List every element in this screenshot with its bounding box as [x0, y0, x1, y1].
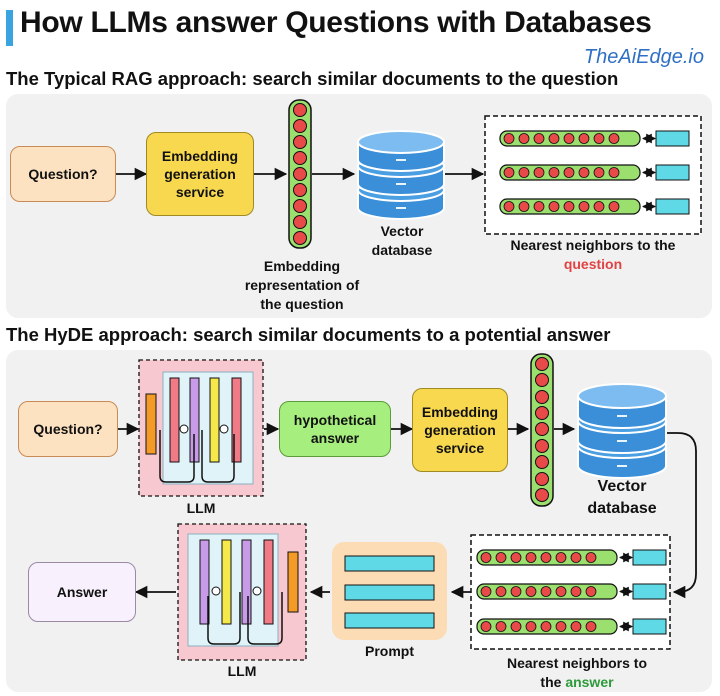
hyde-database-icon	[577, 383, 667, 479]
hyde-embedding-service-box: Embedding generation service	[412, 388, 508, 472]
hyde-llm-label: LLM	[186, 500, 216, 516]
rag-neighbor-rows	[499, 130, 690, 215]
hyde-neighbors-highlight: answer	[565, 673, 614, 690]
rag-question-box: Question?	[10, 146, 116, 202]
hyde-embedding-icon	[530, 353, 554, 507]
hypothetical-answer-text: hypothetical answer	[293, 411, 377, 446]
rag-section-title: The Typical RAG approach: search similar…	[6, 68, 619, 89]
rag-embedding-service-text: Embedding generation service	[161, 147, 239, 201]
hyde-section-title: The HyDE approach: search similar docume…	[6, 324, 611, 345]
hyde-question-box: Question?	[18, 401, 118, 457]
rag-database-icon	[357, 130, 445, 220]
rag-neighbors-highlight: question	[563, 255, 623, 272]
prompt-label: Prompt	[365, 643, 414, 659]
neighbor-row-1	[499, 130, 690, 147]
rag-vector-db-label: Vector database	[371, 223, 433, 258]
rag-embedding-label: Embedding representation of the question	[244, 258, 360, 312]
hyde-neighbor-rows	[476, 549, 667, 635]
title-accent-bar	[6, 10, 13, 46]
rag-neighbors-text: Nearest neighbors to the	[510, 237, 676, 253]
hyde-neighbors-text: Nearest neighbors to	[506, 655, 648, 671]
hyde-llm2-icon	[177, 523, 307, 661]
rag-question-text: Question?	[28, 165, 98, 182]
rag-embedding-icon	[288, 99, 312, 249]
rag-neighbors-label: Nearest neighbors to the question	[494, 236, 692, 274]
neighbor-row-2	[499, 164, 690, 181]
hyde-neighbors-label: Nearest neighbors to the answer	[472, 654, 682, 692]
prompt-icon	[332, 542, 447, 640]
hyde-neighbors-prefix: the	[540, 673, 562, 690]
hypothetical-answer-box: hypothetical answer	[279, 401, 391, 457]
hyde-llm-icon	[138, 359, 264, 497]
neighbor-row-3	[499, 198, 690, 215]
brand-label: TheAiEdge.io	[583, 46, 704, 68]
answer-box: Answer	[28, 562, 136, 622]
answer-text: Answer	[56, 583, 108, 600]
hyde-embedding-service-text: Embedding generation service	[421, 403, 499, 457]
hyde-question-text: Question?	[33, 420, 103, 437]
hyde-vector-db-label: Vector database	[587, 478, 657, 517]
hyde-llm2-label: LLM	[227, 663, 257, 679]
rag-embedding-service-box: Embedding generation service	[146, 132, 254, 216]
page-title: How LLMs answer Questions with Databases	[20, 6, 652, 39]
